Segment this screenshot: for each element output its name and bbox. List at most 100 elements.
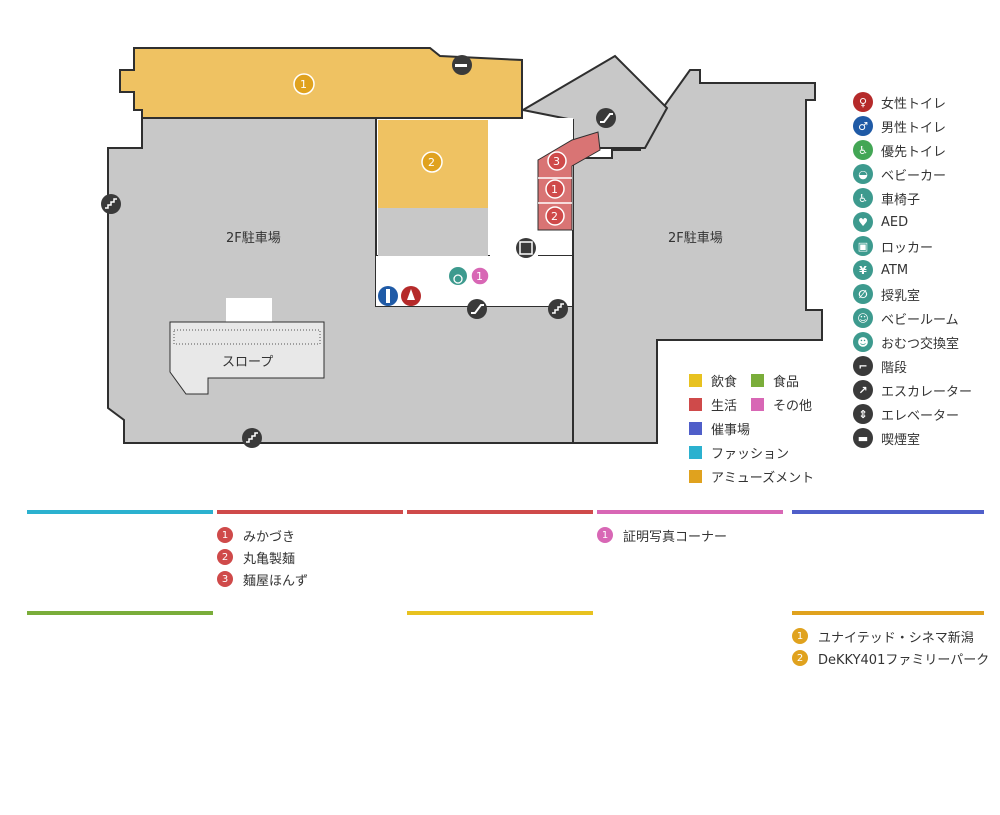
- grocery-bar: [27, 611, 213, 615]
- living-bar: [407, 510, 593, 514]
- escalator-icon: ↗: [853, 380, 873, 400]
- legend-wheelchair: ♿ 車椅子: [853, 186, 993, 210]
- food-bar: [407, 611, 593, 615]
- legend-aed: ♥ AED: [853, 210, 993, 234]
- unit-living-3[interactable]: 3: [547, 151, 567, 171]
- amusement-swatch: [689, 469, 702, 483]
- directory-living: 1 みかづき 2 丸亀製麺 3 麺屋ほんず: [217, 510, 403, 590]
- directory-food: [407, 611, 593, 615]
- nursing-room-icon: ∅: [853, 284, 873, 304]
- stairs-icon: [101, 194, 121, 214]
- legend-smoking-room: ▬ 喫煙室: [853, 426, 993, 450]
- legend-baby-room: ☺ ベビールーム: [853, 306, 993, 330]
- amusement-area-1: [119, 47, 523, 119]
- list-item[interactable]: 2 丸亀製麺: [217, 546, 403, 568]
- escalator-icon: [467, 299, 487, 319]
- legend-diaper-change: ☻ おむつ交換室: [853, 330, 993, 354]
- legend-amusement: アミューズメント: [689, 467, 814, 486]
- escalator-icon: [596, 108, 616, 128]
- legend-atm: ¥ ATM: [853, 258, 993, 282]
- directory-living-2: [407, 510, 593, 514]
- unit-amusement-2[interactable]: 2: [421, 151, 443, 173]
- legend-grocery: 食品: [751, 371, 799, 390]
- list-item[interactable]: 1 証明写真コーナー: [597, 524, 783, 546]
- female-toilet-icon: [401, 286, 421, 306]
- number-badge: 1: [597, 527, 613, 543]
- food-swatch: [689, 373, 702, 387]
- legend-escalator: ↗ エスカレーター: [853, 378, 993, 402]
- diaper-change-icon: ☻: [853, 332, 873, 352]
- legend-locker: ▣ ロッカー: [853, 234, 993, 258]
- living-bar: [217, 510, 403, 514]
- list-item[interactable]: 2 DeKKY401ファミリーパーク: [792, 647, 989, 669]
- svg-text:1: 1: [551, 183, 558, 196]
- legend-female-toilet: ♀ 女性トイレ: [853, 90, 993, 114]
- shop-name: 麺屋ほんず: [243, 573, 309, 589]
- unit-amusement-1[interactable]: 1: [293, 73, 315, 95]
- shop-name: ユナイテッド・シネマ新潟: [818, 630, 974, 646]
- number-badge: 2: [792, 650, 808, 666]
- amusement-bar: [792, 611, 984, 615]
- living-swatch: [689, 397, 702, 411]
- wheelchair-icon: [449, 267, 467, 285]
- directory-grocery: [27, 611, 213, 615]
- number-badge: 2: [217, 549, 233, 565]
- list-item[interactable]: 1 みかづき: [217, 524, 403, 546]
- event-swatch: [689, 421, 702, 435]
- fashion-swatch: [689, 445, 702, 459]
- stairs-icon: ⌐: [853, 356, 873, 376]
- priority-toilet-icon: ♿: [853, 140, 873, 160]
- directory-other: 1 証明写真コーナー: [597, 510, 783, 546]
- shop-name: DeKKY401ファミリーパーク: [818, 652, 990, 668]
- grocery-swatch: [751, 373, 765, 387]
- female-toilet-icon: ♀: [853, 92, 873, 112]
- legend-nursing-room: ∅ 授乳室: [853, 282, 993, 306]
- shop-name: みかづき: [243, 529, 296, 545]
- legend-stroller: ◒ ベビーカー: [853, 162, 993, 186]
- number-badge: 1: [217, 527, 233, 543]
- legend-elevator: ⇕ エレベーター: [853, 402, 993, 426]
- unit-other-1[interactable]: 1: [470, 266, 490, 286]
- slope-label: スロープ: [222, 355, 273, 370]
- list-item[interactable]: 1 ユナイテッド・シネマ新潟: [792, 625, 984, 647]
- svg-text:1: 1: [476, 270, 483, 283]
- gray-block: [378, 208, 488, 256]
- svg-text:2: 2: [428, 156, 435, 169]
- other-swatch: [751, 397, 765, 411]
- number-badge: 3: [217, 571, 233, 587]
- stairs-icon: [242, 428, 262, 448]
- list-item[interactable]: 3 麺屋ほんず: [217, 568, 403, 590]
- stairs-icon: [548, 299, 568, 319]
- parking-label-left: 2F駐車場: [226, 231, 281, 246]
- baby-room-icon: ☺: [853, 308, 873, 328]
- elevator-icon: ⇕: [853, 404, 873, 424]
- number-badge: 1: [792, 628, 808, 644]
- facility-legend: ♀ 女性トイレ ♂ 男性トイレ ♿ 優先トイレ ◒ ベビーカー ♿ 車椅子 ♥ …: [853, 90, 993, 450]
- unit-living-2[interactable]: 2: [545, 206, 565, 226]
- event-bar: [792, 510, 984, 514]
- legend-food: 飲食: [689, 371, 737, 390]
- fashion-bar: [27, 510, 213, 514]
- directory-amusement: 1 ユナイテッド・シネマ新潟 2 DeKKY401ファミリーパーク: [792, 611, 989, 669]
- legend-other: その他: [751, 395, 812, 414]
- shop-name: 証明写真コーナー: [623, 529, 728, 545]
- wheelchair-icon: ♿: [853, 188, 873, 208]
- svg-text:2: 2: [551, 210, 558, 223]
- parking-area-right: [572, 69, 823, 444]
- svg-text:1: 1: [300, 78, 307, 91]
- smoking-room-icon: [452, 55, 472, 75]
- legend-male-toilet: ♂ 男性トイレ: [853, 114, 993, 138]
- slope-top-box: [226, 298, 272, 322]
- legend-stairs: ⌐ 階段: [853, 354, 993, 378]
- other-bar: [597, 510, 783, 514]
- svg-text:3: 3: [553, 155, 560, 168]
- locker-icon: ▣: [853, 236, 873, 256]
- category-legend: 飲食 食品 生活 その他 催事場 ファッション アミューズメント: [689, 368, 839, 488]
- legend-fashion: ファッション: [689, 443, 789, 462]
- legend-living: 生活: [689, 395, 737, 414]
- aed-icon: ♥: [853, 212, 873, 232]
- atm-icon: ¥: [853, 260, 873, 280]
- legend-priority-toilet: ♿ 優先トイレ: [853, 138, 993, 162]
- unit-living-1[interactable]: 1: [545, 179, 565, 199]
